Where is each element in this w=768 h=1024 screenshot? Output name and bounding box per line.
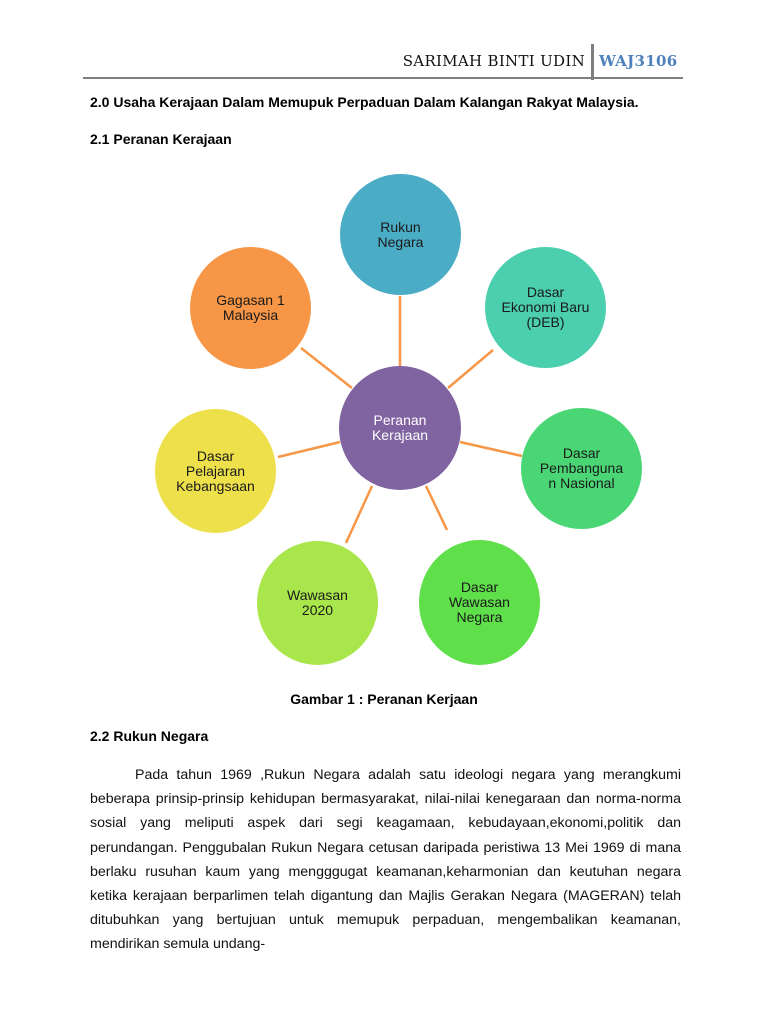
node-gagasan-1-malaysia: Gagasan 1 Malaysia [190, 247, 311, 369]
node-dasar-pelajaran-kebangsaan: Dasar Pelajaran Kebangsaan [155, 409, 276, 533]
connector-wawasan-2020 [344, 485, 374, 544]
header-rule [83, 77, 683, 79]
peranan-kerajaan-diagram: Rukun Negara Dasar Ekonomi Baru (DEB) Da… [155, 174, 642, 665]
connector-deb [447, 349, 494, 389]
page-header: SARIMAH BINTI UDIN WAJ3106 [0, 0, 768, 80]
section-title: 2.0 Usaha Kerajaan Dalam Memupuk Perpadu… [90, 94, 639, 110]
header-divider [591, 44, 594, 80]
figure-caption: Gambar 1 : Peranan Kerjaan [290, 691, 478, 707]
node-dasar-wawasan-negara: Dasar Wawasan Negara [419, 540, 540, 665]
subsection-heading-peranan: 2.1 Peranan Kerajaan [90, 131, 232, 147]
diagram-connectors [277, 296, 523, 544]
node-wawasan-2020: Wawasan 2020 [257, 541, 378, 665]
node-rukun-negara: Rukun Negara [340, 174, 461, 295]
subsection-heading-rukun-negara: 2.2 Rukun Negara [90, 728, 209, 744]
connector-gagasan-1-malaysia [300, 347, 353, 389]
node-peranan-kerajaan-center: Peranan Kerajaan [339, 366, 461, 490]
body-paragraph: Pada tahun 1969 ,Rukun Negara adalah sat… [90, 767, 681, 953]
node-dasar-pembangunan-nasional: Dasar Pembanguna n Nasional [521, 408, 642, 529]
connector-pelajaran-kebangsaan [277, 440, 341, 459]
node-dasar-ekonomi-baru: Dasar Ekonomi Baru (DEB) [485, 247, 606, 368]
header-author: SARIMAH BINTI UDIN [402, 52, 585, 70]
header-course-code: WAJ3106 [599, 52, 678, 70]
connector-pembangunan-nasional [459, 440, 523, 458]
connector-wawasan-negara [424, 485, 449, 531]
